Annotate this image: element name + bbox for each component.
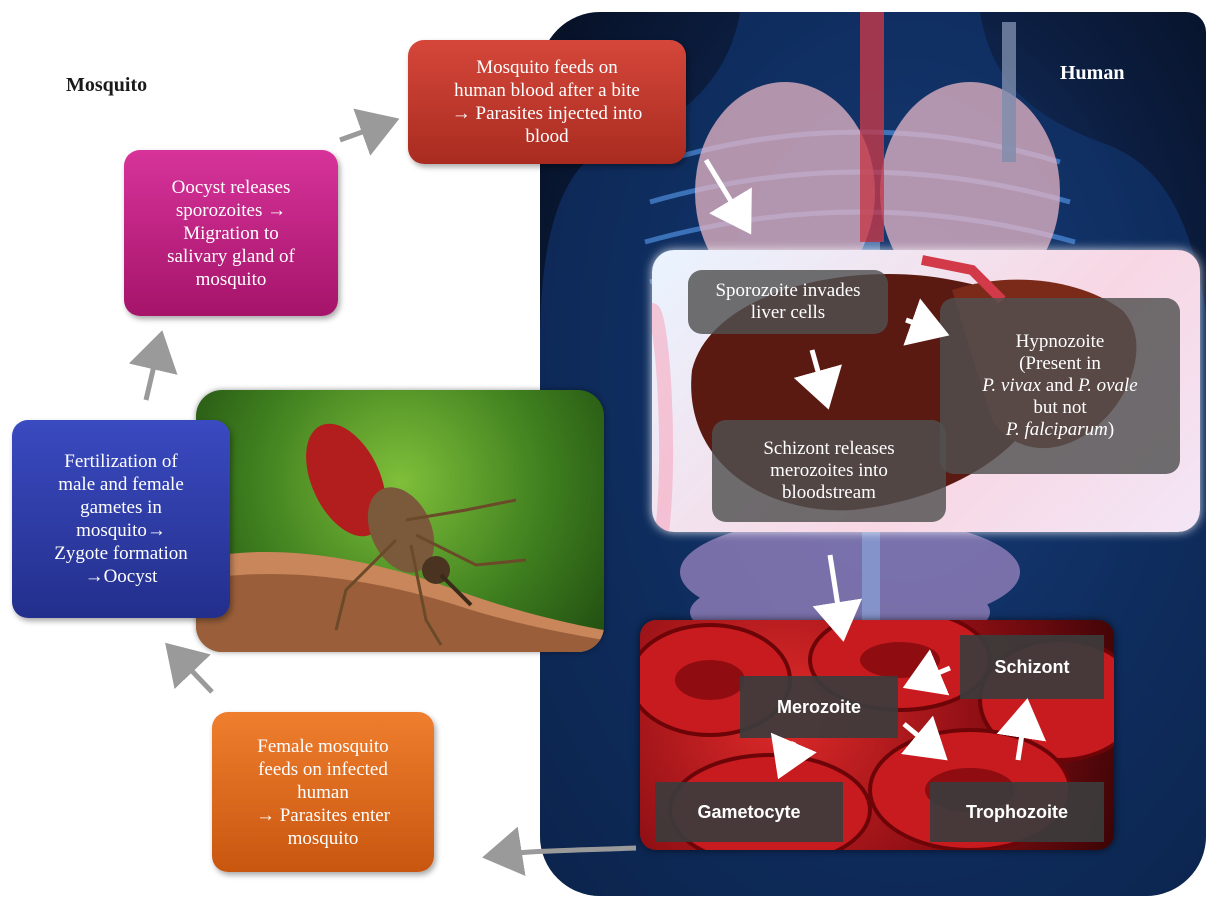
arrow-sporozoite-to-schizont [812, 350, 826, 400]
arrow-female-to-fertilization [172, 650, 212, 692]
arrow-gametocyte-to-female [492, 848, 636, 856]
arrow-schizont-to-merozoite [912, 668, 950, 684]
arrow-liver-to-blood [830, 555, 842, 632]
arrow-oocyst-to-feed [340, 122, 390, 140]
arrow-merozoite-to-gametocyte [782, 742, 794, 770]
arrow-fertilization-to-oocyst [146, 340, 160, 400]
arrow-bite-to-liver [706, 160, 746, 226]
arrow-trophozoite-to-schizont [1018, 708, 1026, 760]
arrow-sporozoite-to-hypnozoite [906, 320, 940, 332]
arrow-merozoite-to-trophozoite [904, 724, 940, 754]
